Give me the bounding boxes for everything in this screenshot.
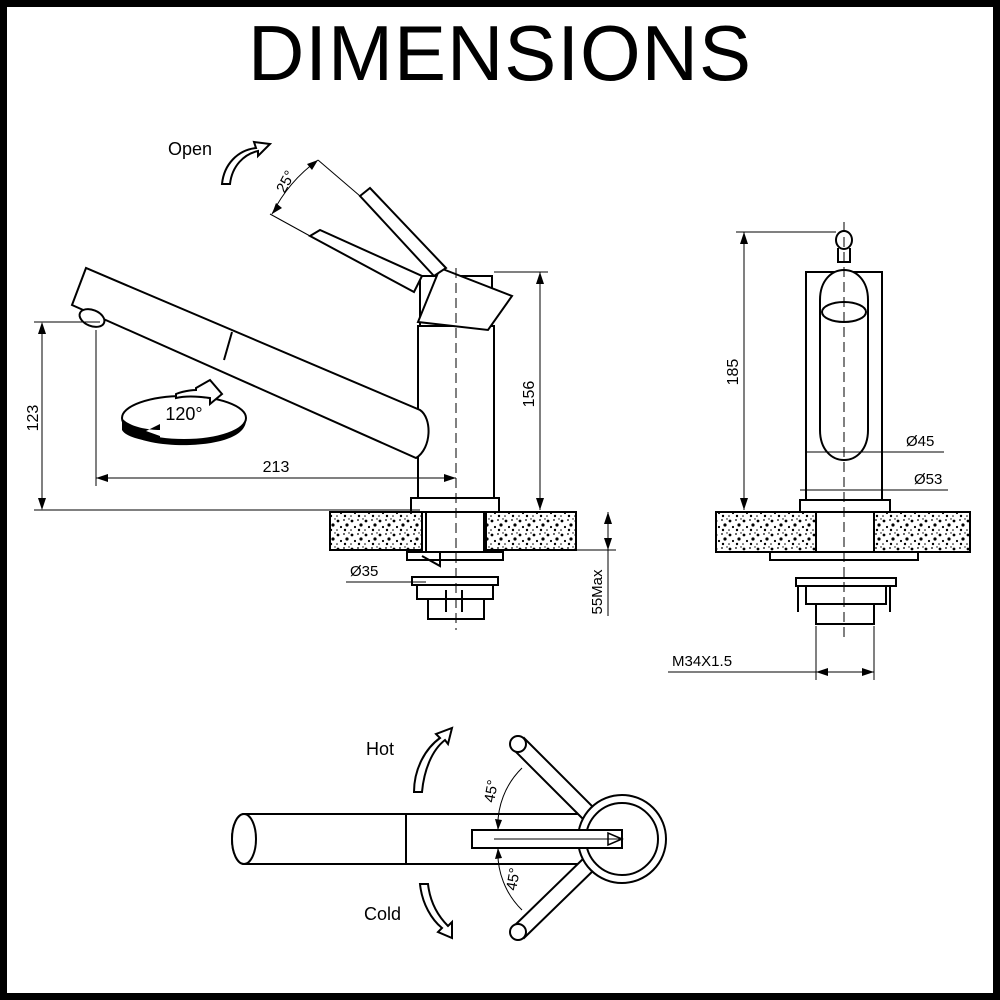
lever-angle-label: 25° (273, 168, 299, 196)
spout-height-label: 123 (25, 405, 42, 432)
countertop-front-left (715, 511, 817, 553)
countertop-left (329, 511, 423, 551)
cold-arrow-icon (418, 883, 453, 940)
body-diameter-label: Ø45 (906, 433, 934, 450)
side-view: 123 213 156 25° Open (25, 139, 616, 630)
hot-arrow-icon (412, 726, 454, 793)
hot-angle-label: 45° (481, 779, 502, 804)
spout-reach-label: 213 (263, 459, 290, 476)
hot-label: Hot (366, 739, 394, 759)
swivel-rotation-icon (121, 378, 247, 446)
thread-label: M34X1.5 (672, 653, 732, 670)
total-height-label: 185 (725, 359, 742, 386)
base-diameter-label: Ø53 (914, 471, 942, 488)
countertop-right (485, 511, 577, 551)
swivel-angle-label: 120° (165, 404, 202, 424)
open-label: Open (168, 139, 212, 159)
countertop-front-right (873, 511, 971, 553)
cold-lever (510, 854, 600, 940)
spout (70, 266, 430, 460)
lever-open (358, 186, 448, 278)
hot-lever (510, 736, 600, 824)
page-title: DIMENSIONS (247, 9, 753, 97)
shank-diameter-label: Ø35 (350, 563, 378, 580)
body-height-label: 156 (521, 381, 538, 408)
cold-label: Cold (364, 904, 401, 924)
max-deck-thickness-label: 55Max (589, 569, 606, 615)
front-view: 185 Ø45 Ø53 M34X1.5 (668, 222, 971, 680)
open-arrow-icon (220, 140, 273, 185)
top-view: 45° 45° Hot Cold (231, 726, 667, 941)
drawing-sheet: DIMENSIONS (7, 7, 993, 993)
lever-closed (307, 228, 424, 294)
dimension-drawing: 123 213 156 25° Open (25, 139, 971, 941)
cold-angle-label: 45° (503, 867, 524, 892)
